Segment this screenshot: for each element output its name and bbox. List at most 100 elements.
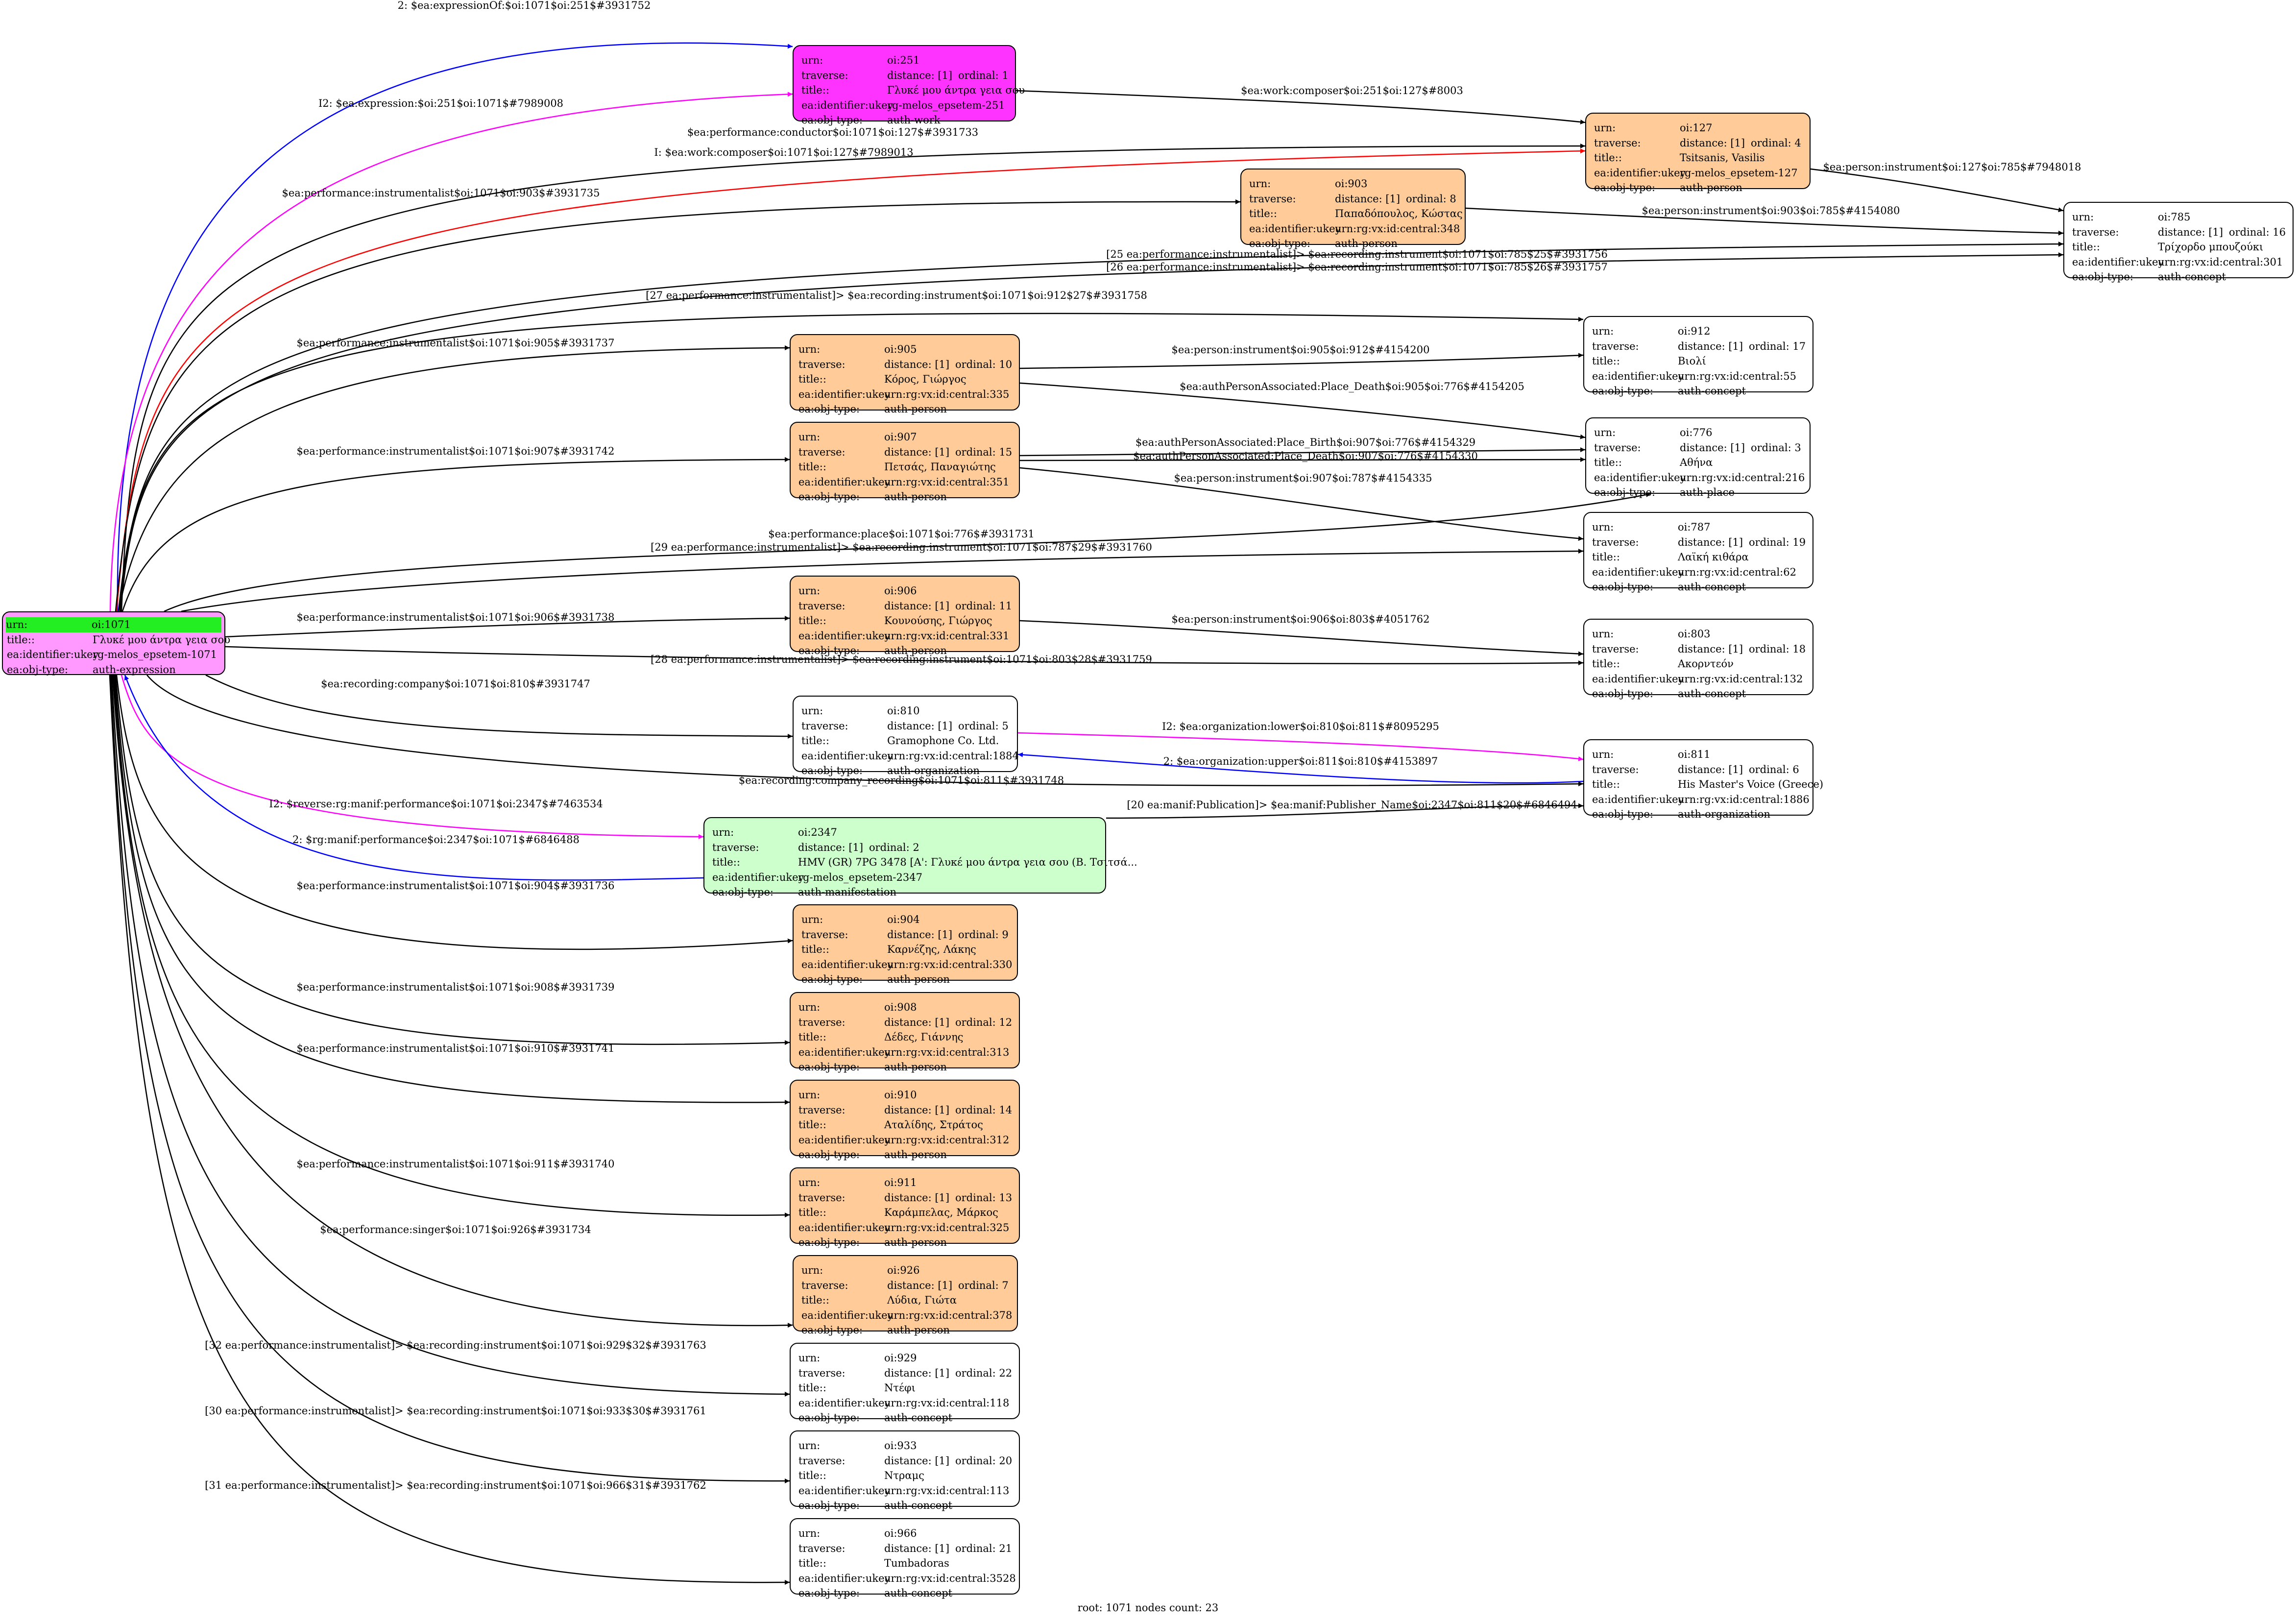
distance-value: distance: [1] xyxy=(884,358,950,370)
urn-value: oi:803 xyxy=(1678,628,1711,640)
edge-17[interactable] xyxy=(1019,467,1584,541)
objtype-value: auth-concept xyxy=(1678,581,1746,593)
edge-4[interactable] xyxy=(116,148,1586,612)
node-776[interactable]: urn:oi:776 traverse:distance: [1]ordinal… xyxy=(1585,417,1811,498)
edge-3[interactable] xyxy=(121,144,1586,612)
urn-key: urn: xyxy=(798,1089,821,1101)
traverse-row: traverse:distance: [1]ordinal: 5 xyxy=(801,719,1009,734)
edge-20[interactable] xyxy=(225,616,790,638)
node-926[interactable]: urn:oi:926 traverse:distance: [1]ordinal… xyxy=(793,1255,1018,1336)
node-251[interactable]: urn:oi:251 traverse:distance: [1]ordinal… xyxy=(793,45,1025,126)
distance-value: distance: [1] xyxy=(884,1367,950,1379)
node-907[interactable]: urn:oi:907 traverse:distance: [1]ordinal… xyxy=(790,422,1020,503)
edge-2[interactable] xyxy=(1015,90,1586,124)
edge-label-4: I: $ea:work:composer$oi:1071$oi:127$#798… xyxy=(654,146,913,158)
distance-value: distance: [1] xyxy=(884,1542,950,1554)
node-787[interactable]: urn:oi:787 traverse:distance: [1]ordinal… xyxy=(1583,512,1813,593)
node-912[interactable]: urn:oi:912 traverse:distance: [1]ordinal… xyxy=(1583,316,1813,397)
edge-1[interactable] xyxy=(109,92,793,612)
title-row: title::Ντέφι xyxy=(798,1380,1011,1396)
edge-35[interactable] xyxy=(111,675,790,1397)
objtype-row: ea:obj-type:auth-person xyxy=(801,972,1009,987)
edge-23[interactable] xyxy=(205,674,793,739)
edge-13[interactable] xyxy=(1019,382,1586,439)
edge-29[interactable] xyxy=(124,675,704,881)
title-value: Ντραμς xyxy=(884,1470,924,1482)
edge-18[interactable] xyxy=(164,492,1651,612)
node-127[interactable]: urn:oi:127 traverse:distance: [1]ordinal… xyxy=(1585,113,1811,194)
edge-21[interactable] xyxy=(1019,620,1584,656)
edge-22[interactable] xyxy=(225,646,1584,666)
node-933[interactable]: urn:oi:933 traverse:distance: [1]ordinal… xyxy=(790,1430,1020,1511)
edge-28[interactable] xyxy=(121,675,704,839)
edge-label-5: $ea:person:instrument$oi:127$oi:785$#794… xyxy=(1823,161,2081,173)
node-910[interactable]: urn:oi:910 traverse:distance: [1]ordinal… xyxy=(790,1080,1020,1161)
edge-36[interactable] xyxy=(110,675,790,1484)
edge-11[interactable] xyxy=(118,345,790,612)
edge-31[interactable] xyxy=(115,675,790,1045)
ukey-value: urn:rg:vx:id:central:348 xyxy=(1335,222,1460,235)
node-811[interactable]: urn:oi:811 traverse:distance: [1]ordinal… xyxy=(1583,739,1823,820)
ukey-value: urn:rg:vx:id:central:330 xyxy=(887,958,1013,970)
edge-0[interactable] xyxy=(117,42,793,612)
edge-26[interactable] xyxy=(146,675,1584,787)
distance-value: distance: [1] xyxy=(887,69,953,81)
traverse-row: traverse:distance: [1]ordinal: 22 xyxy=(798,1366,1012,1381)
node-908[interactable]: urn:oi:908 traverse:distance: [1]ordinal… xyxy=(790,992,1020,1073)
title-value: Ντέφι xyxy=(884,1382,916,1394)
ukey-value: rg-melos_epsetem-127 xyxy=(1680,167,1798,179)
node-785[interactable]: urn:oi:785 traverse:distance: [1]ordinal… xyxy=(2063,202,2294,283)
title-key: title:: xyxy=(798,1470,826,1482)
distance-value: distance: [1] xyxy=(887,1279,953,1291)
node-903[interactable]: urn:oi:903 traverse:distance: [1]ordinal… xyxy=(1240,169,1466,249)
edge-6[interactable] xyxy=(115,199,1241,612)
edge-12[interactable] xyxy=(1019,353,1584,369)
edge-14[interactable] xyxy=(121,457,790,612)
edge-24[interactable] xyxy=(1017,732,1584,761)
node-904[interactable]: urn:oi:904 traverse:distance: [1]ordinal… xyxy=(793,904,1018,985)
ordinal-value: ordinal: 7 xyxy=(958,1279,1009,1291)
traverse-row: traverse:distance: [1]ordinal: 1 xyxy=(801,68,1009,83)
title-row: title::Παπαδόπουλος, Κώστας xyxy=(1249,206,1463,221)
ordinal-value: ordinal: 3 xyxy=(1751,441,1801,454)
urn-value: oi:910 xyxy=(884,1089,917,1101)
title-value: Tumbadoras xyxy=(884,1557,949,1570)
objtype-key: ea:obj-type: xyxy=(798,403,860,415)
edge-37[interactable] xyxy=(109,675,790,1585)
edge-15[interactable] xyxy=(1019,447,1586,457)
urn-row: urn:oi:905 xyxy=(798,342,1011,357)
edge-label-19: [29 ea:performance:instrumentalist]> $ea… xyxy=(651,541,1152,553)
node-966[interactable]: urn:oi:966 traverse:distance: [1]ordinal… xyxy=(790,1518,1020,1599)
edge-30[interactable] xyxy=(116,675,793,950)
node-911[interactable]: urn:oi:911 traverse:distance: [1]ordinal… xyxy=(790,1167,1020,1248)
urn-row: urn: oi:910 xyxy=(798,1088,1011,1103)
edge-8[interactable] xyxy=(119,242,2064,612)
edge-7[interactable] xyxy=(1465,207,2064,236)
edge-10[interactable] xyxy=(118,313,1584,612)
edge-5[interactable] xyxy=(1810,168,2064,213)
edge-32[interactable] xyxy=(114,675,790,1105)
node-1071[interactable]: urn:oi:1071 title::Γλυκέ μου άντρα γεια … xyxy=(2,611,230,676)
title-row: title::Κόρος, Γιώργος xyxy=(798,372,1011,387)
node-803[interactable]: urn:oi:803 traverse:distance: [1]ordinal… xyxy=(1583,619,1813,700)
node-905[interactable]: urn:oi:905 traverse:distance: [1]ordinal… xyxy=(790,334,1020,415)
node-929[interactable]: urn:oi:929 traverse:distance: [1]ordinal… xyxy=(790,1343,1020,1424)
edge-25[interactable] xyxy=(1017,752,1584,784)
node-2347[interactable]: urn:oi:2347 traverse:distance: [1]ordina… xyxy=(703,817,1137,898)
edge-34[interactable] xyxy=(112,675,793,1328)
node-810[interactable]: urn:oi:810 traverse:distance: [1]ordinal… xyxy=(793,696,1019,776)
edge-label-22: [28 ea:performance:instrumentalist]> $ea… xyxy=(651,653,1152,665)
objtype-row: ea:obj-type:auth-concept xyxy=(1592,686,1805,702)
edge-9[interactable] xyxy=(120,252,2064,612)
node-906[interactable]: urn:oi:906 traverse:distance: [1]ordinal… xyxy=(790,576,1020,656)
edge-19[interactable] xyxy=(181,549,1584,612)
urn-key: urn: xyxy=(2072,211,2094,223)
traverse-row: traverse:distance: [1]ordinal: 7 xyxy=(801,1278,1009,1293)
edge-33[interactable] xyxy=(113,675,790,1218)
edge-27[interactable] xyxy=(1106,803,1584,819)
objtype-key: ea:obj-type: xyxy=(1592,808,1653,821)
objtype-value: auth-person xyxy=(884,1149,947,1161)
ukey-key: ea:identifier:ukey xyxy=(798,629,891,642)
